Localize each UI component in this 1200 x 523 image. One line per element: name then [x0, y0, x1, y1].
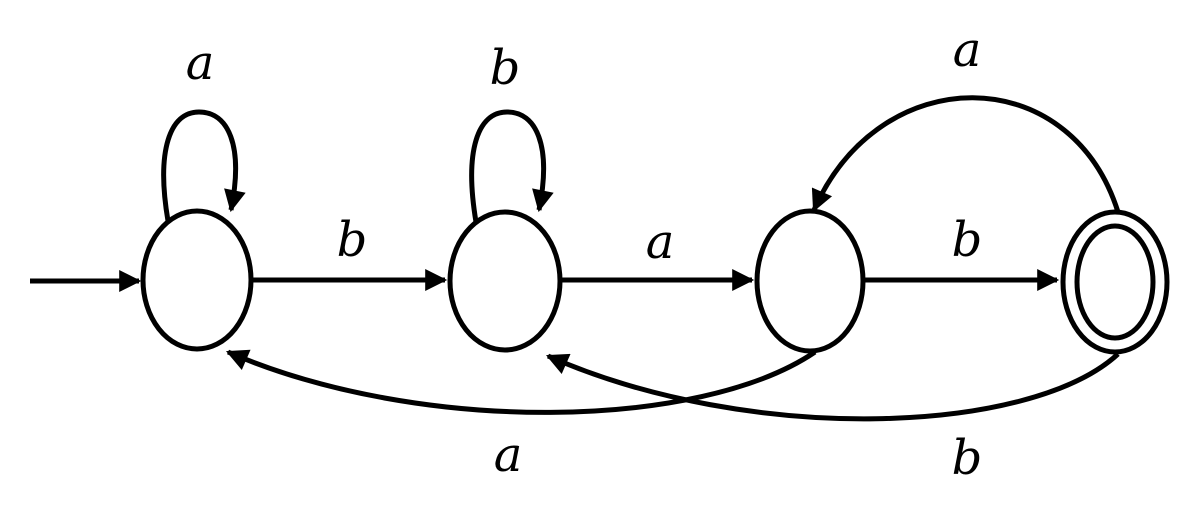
transition-4-to-2: [545, 352, 1120, 422]
transition-2-to-3-label: a: [646, 214, 675, 270]
transition-3-to-4-label: b: [952, 212, 983, 268]
transition-self-state-2: [469, 109, 554, 223]
transition-4-to-3-label: a: [953, 22, 982, 78]
state-4-inner-ring: [1074, 223, 1156, 341]
transition-self-state-1: [161, 109, 246, 222]
transition-self-state-2-label: b: [490, 40, 521, 96]
state-3: [754, 208, 866, 354]
transition-3-to-1-label: a: [494, 427, 523, 483]
state-4-outer-ring: [1060, 209, 1170, 355]
state-1: [140, 208, 254, 352]
transition-4-to-3: [811, 95, 1121, 213]
transition-4-to-2-label: b: [952, 430, 983, 486]
state-2: [447, 209, 563, 353]
transition-1-to-2-label: b: [337, 212, 368, 268]
transition-3-to-1: [225, 349, 817, 415]
transition-self-state-1-label: a: [186, 35, 215, 91]
